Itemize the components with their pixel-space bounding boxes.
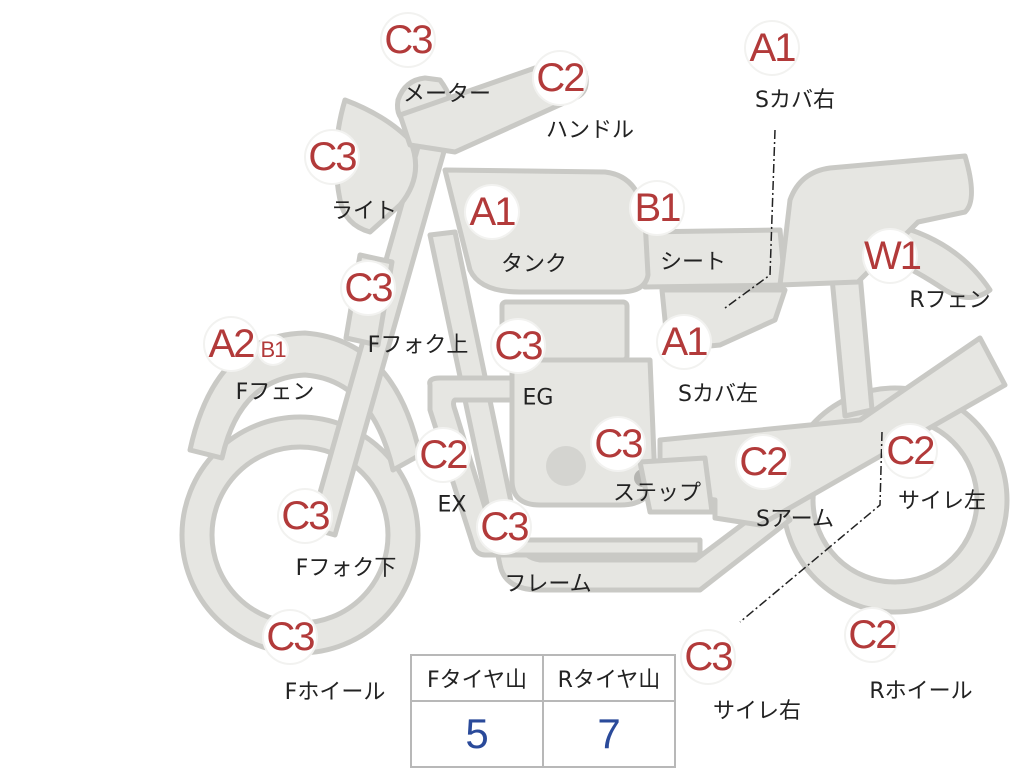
part-label-ffender: Fフェン (235, 380, 315, 405)
grade-badge-rwheel: C2 (846, 609, 898, 661)
grade-badge-ffork-lower: C3 (279, 490, 331, 542)
grade-badge-meter: C3 (382, 14, 434, 66)
grade-badge-engine: C3 (492, 320, 544, 372)
grade-badge-handle: C2 (534, 52, 586, 104)
part-label-step: ステップ (612, 481, 702, 506)
grade-badge-light: C3 (306, 131, 358, 183)
part-label-swingarm: Sアーム (756, 507, 834, 532)
grade-badge-fwheel: C3 (264, 611, 316, 663)
rear-tire-header: Rタイヤ山 (542, 654, 676, 702)
grade-badge-rfender: W1 (864, 230, 922, 282)
grade-badge-scover-right: A1 (746, 22, 798, 74)
tire-table-value-row: 5 7 (410, 700, 676, 768)
part-label-light: ライト (330, 199, 398, 224)
grade-badge-frame: C3 (478, 501, 530, 553)
part-label-silencer-right: サイレ右 (712, 699, 802, 724)
leader-line-scover-right (724, 129, 776, 309)
part-label-rwheel: Rホイール (869, 679, 973, 704)
part-label-engine: EG (522, 385, 554, 411)
part-label-scover-left: Sカバ左 (678, 382, 758, 407)
exhaust-pipe-shape (427, 375, 703, 558)
tire-tread-table: Fタイヤ山 Rタイヤ山 5 7 (410, 654, 676, 768)
rear-shock-shape (829, 271, 875, 419)
tire-table-header-row: Fタイヤ山 Rタイヤ山 (410, 654, 676, 702)
front-tire-value: 5 (410, 700, 544, 768)
tail-cowl-shape (777, 153, 974, 288)
part-label-handle: ハンドル (545, 118, 635, 143)
rear-tire-value: 7 (542, 700, 676, 768)
part-label-fwheel: Fホイール (284, 680, 386, 705)
engine-cover-circle (546, 446, 586, 486)
grade-badge-ffork-upper: C3 (342, 262, 394, 314)
part-label-silencer-left: サイレ左 (897, 489, 987, 514)
grade-badge-scover-left: A1 (658, 316, 710, 368)
part-label-exhaust: EX (437, 492, 467, 518)
part-label-tank: タンク (500, 252, 568, 277)
part-label-meter: メーター (402, 82, 492, 107)
grade-badge-ffender: A2 (205, 318, 257, 370)
part-label-seat: シート (659, 250, 727, 275)
part-label-ffork-upper: Fフォク上 (367, 333, 469, 358)
grade-badge-seat: B1 (631, 182, 683, 234)
grade-badge-silencer-right: C3 (682, 631, 734, 683)
part-label-scover-right: Sカバ右 (755, 88, 835, 113)
grade-badge-swingarm: C2 (737, 436, 789, 488)
front-tire-header: Fタイヤ山 (410, 654, 544, 702)
grade-badge-ffender-sub: B1 (259, 336, 287, 364)
part-label-rfender: Rフェン (909, 288, 991, 313)
grade-badge-tank: A1 (466, 186, 518, 238)
step-bracket-shape (637, 455, 715, 515)
part-label-ffork-lower: Fフォク下 (295, 556, 397, 581)
grade-badge-exhaust: C2 (417, 429, 469, 481)
part-label-frame: フレーム (504, 572, 592, 597)
leader-line-silencer-left (739, 431, 883, 623)
grade-badge-silencer-left: C2 (884, 425, 936, 477)
grade-badge-step: C3 (592, 418, 644, 470)
